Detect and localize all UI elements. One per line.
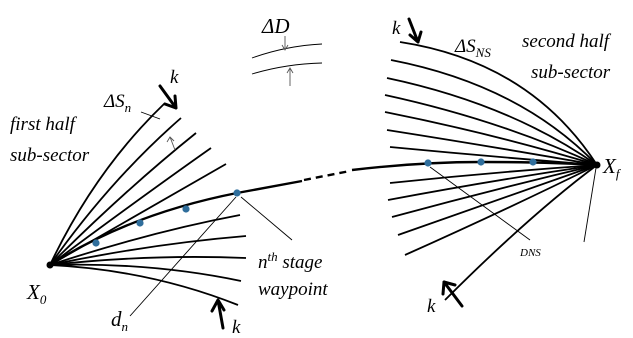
k-label-left-bottom: k <box>232 317 241 338</box>
delta-sn-base: ΔS <box>103 91 125 112</box>
nth-stage-sup: th <box>268 249 278 264</box>
left-fan <box>49 102 247 306</box>
dn-sub: n <box>122 319 129 334</box>
delta-d-symbol <box>251 36 323 86</box>
nth-stage-base: n <box>258 252 268 273</box>
x0-sub: 0 <box>40 292 47 307</box>
delta-sns-sub: NS <box>475 45 492 60</box>
xf-label: Xf <box>602 154 622 181</box>
nth-waypoint-leader <box>240 196 293 241</box>
right-fan-curve <box>399 41 598 166</box>
x0-label: X0 <box>26 280 47 307</box>
nth-stage-label: nth stage <box>258 249 322 273</box>
dn-base: d <box>111 307 122 331</box>
delta-sn-arrow <box>166 136 176 151</box>
waypoint-marker <box>424 159 432 167</box>
delta-sn-leader <box>140 111 161 120</box>
nth-stage-rest: stage <box>278 252 323 273</box>
k-label-left-top: k <box>170 67 179 88</box>
delta-d-arrow-down <box>281 36 289 51</box>
waypoint-marker <box>136 219 144 227</box>
trajectory-dashed-segment <box>303 169 351 182</box>
left-fan-curve <box>49 132 197 266</box>
left-fan-curve <box>49 235 247 266</box>
right-fan-curve <box>387 164 598 201</box>
k-arrow-left-top <box>158 84 178 110</box>
xf-base: X <box>602 154 617 178</box>
waypoint-marker-nth-stage <box>233 189 241 197</box>
xf-sub: f <box>616 166 622 181</box>
first-half-label-line1: first half <box>10 114 78 135</box>
delta-d-arrow-up <box>286 67 294 86</box>
right-fan-curve <box>390 59 598 166</box>
right-fan-curve <box>384 94 598 166</box>
left-fan-curve <box>49 117 182 266</box>
waypoint-marker <box>477 158 485 166</box>
x0-base: X <box>26 280 41 304</box>
delta-d-arc-lower <box>251 62 323 75</box>
right-fan-curve <box>444 164 598 301</box>
waypoint-marker <box>182 205 190 213</box>
right-fan-curve <box>386 77 598 166</box>
k-label-right-top: k <box>392 18 401 39</box>
first-half-label-line2: sub-sector <box>10 145 90 166</box>
trajectory-right-segment <box>351 160 598 172</box>
dns-label: DNS <box>519 247 541 259</box>
left-fan-curve <box>49 214 241 266</box>
k-arrow-right-top <box>407 17 423 44</box>
waypoint-marker <box>92 239 100 247</box>
second-half-label-line1: second half <box>522 31 612 52</box>
right-fan-curve <box>404 164 598 256</box>
right-fan-curve <box>384 111 598 166</box>
delta-d-label: ΔD <box>261 14 290 38</box>
dns-leader-xf <box>583 167 597 243</box>
k-arrow-left-bottom <box>210 298 226 330</box>
start-point-x0 <box>46 261 54 269</box>
right-fan-curve <box>386 129 598 166</box>
dns-leader-waypoint <box>429 166 531 241</box>
right-fan-curve <box>397 164 598 236</box>
delta-sns-base: ΔS <box>454 36 476 57</box>
trajectory-left-segment <box>49 179 303 267</box>
delta-sns-label: ΔSNS <box>454 36 491 60</box>
k-arrow-right-bottom <box>441 280 464 308</box>
delta-sn-sub: n <box>125 100 132 115</box>
waypoint-marker <box>529 158 537 166</box>
waypoint-label: waypoint <box>258 279 328 300</box>
left-fan-curve <box>49 263 242 282</box>
delta-sn-label: ΔSn <box>103 91 131 115</box>
left-fan-curve <box>49 147 212 266</box>
left-fan-curve <box>49 256 247 266</box>
k-label-right-bottom: k <box>427 296 436 317</box>
dn-label: dn <box>111 307 128 334</box>
left-fan-curve <box>49 264 239 306</box>
right-fan-curve <box>391 164 598 218</box>
left-fan-curve <box>49 102 166 266</box>
waypoints <box>92 158 537 247</box>
end-point-xf <box>593 161 601 169</box>
dn-leader <box>129 196 237 317</box>
right-fan-curve <box>389 164 598 184</box>
second-half-label-line2: sub-sector <box>531 62 611 83</box>
